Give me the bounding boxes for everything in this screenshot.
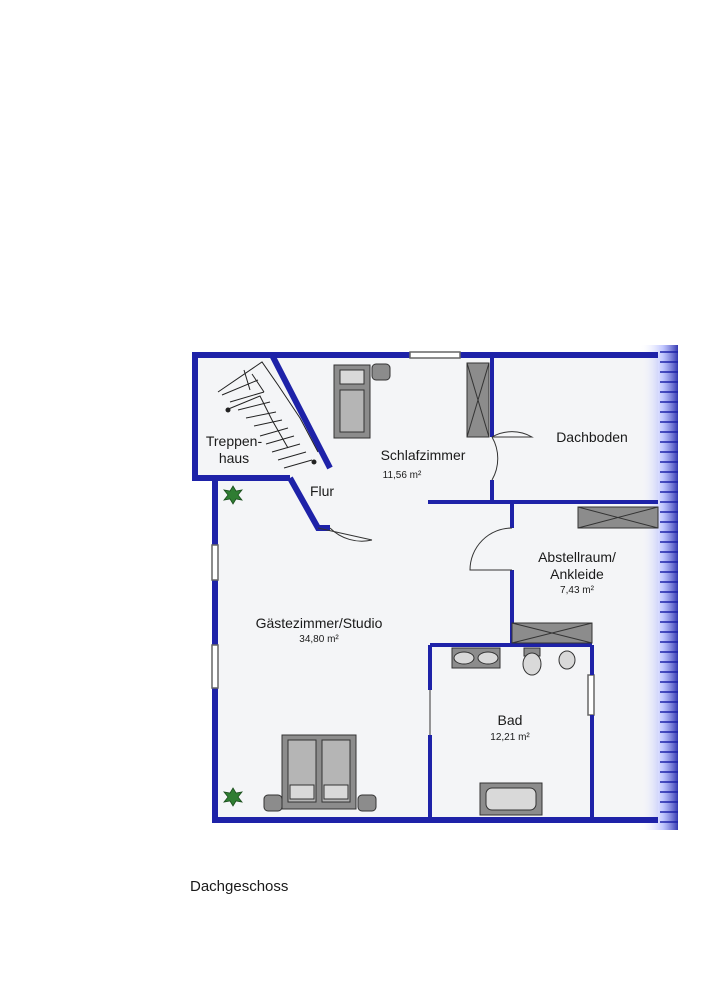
bed-icon	[263, 734, 377, 812]
room-label-gaestezimmer: Gästezimmer/Studio	[256, 615, 383, 631]
room-label-treppenhaus-line2: haus	[219, 450, 249, 466]
room-label-bad: Bad	[498, 712, 523, 728]
bathtub-icon	[479, 782, 543, 816]
roof-slope	[640, 345, 678, 830]
room-label-dachboden: Dachboden	[556, 429, 628, 445]
staircase-icon	[217, 361, 319, 469]
room-area-gaestezimmer: 34,80 m²	[299, 634, 339, 645]
room-label-treppenhaus-line1: Treppen-	[206, 433, 263, 449]
sink-icon	[451, 647, 501, 669]
room-label-flur: Flur	[310, 483, 334, 499]
floor-caption: Dachgeschoss	[190, 878, 289, 895]
room-label-abstellraum-line1: Abstellraum/	[538, 549, 616, 565]
room-label-schlafzimmer: Schlafzimmer	[381, 447, 466, 463]
roof-slope-hatching	[660, 351, 678, 823]
room-area-bad: 12,21 m²	[490, 732, 530, 743]
plant-icon	[223, 485, 243, 807]
toilet-icon	[522, 647, 576, 676]
floor-area	[195, 355, 658, 820]
room-area-schlafzimmer: 11,56 m²	[383, 470, 422, 481]
wardrobe-icon	[466, 362, 659, 644]
room-area-abstellraum: 7,43 m²	[560, 585, 595, 596]
bed-icon	[333, 363, 391, 439]
door-swing-icon	[317, 431, 534, 735]
room-label-abstellraum-line2: Ankleide	[550, 566, 604, 582]
